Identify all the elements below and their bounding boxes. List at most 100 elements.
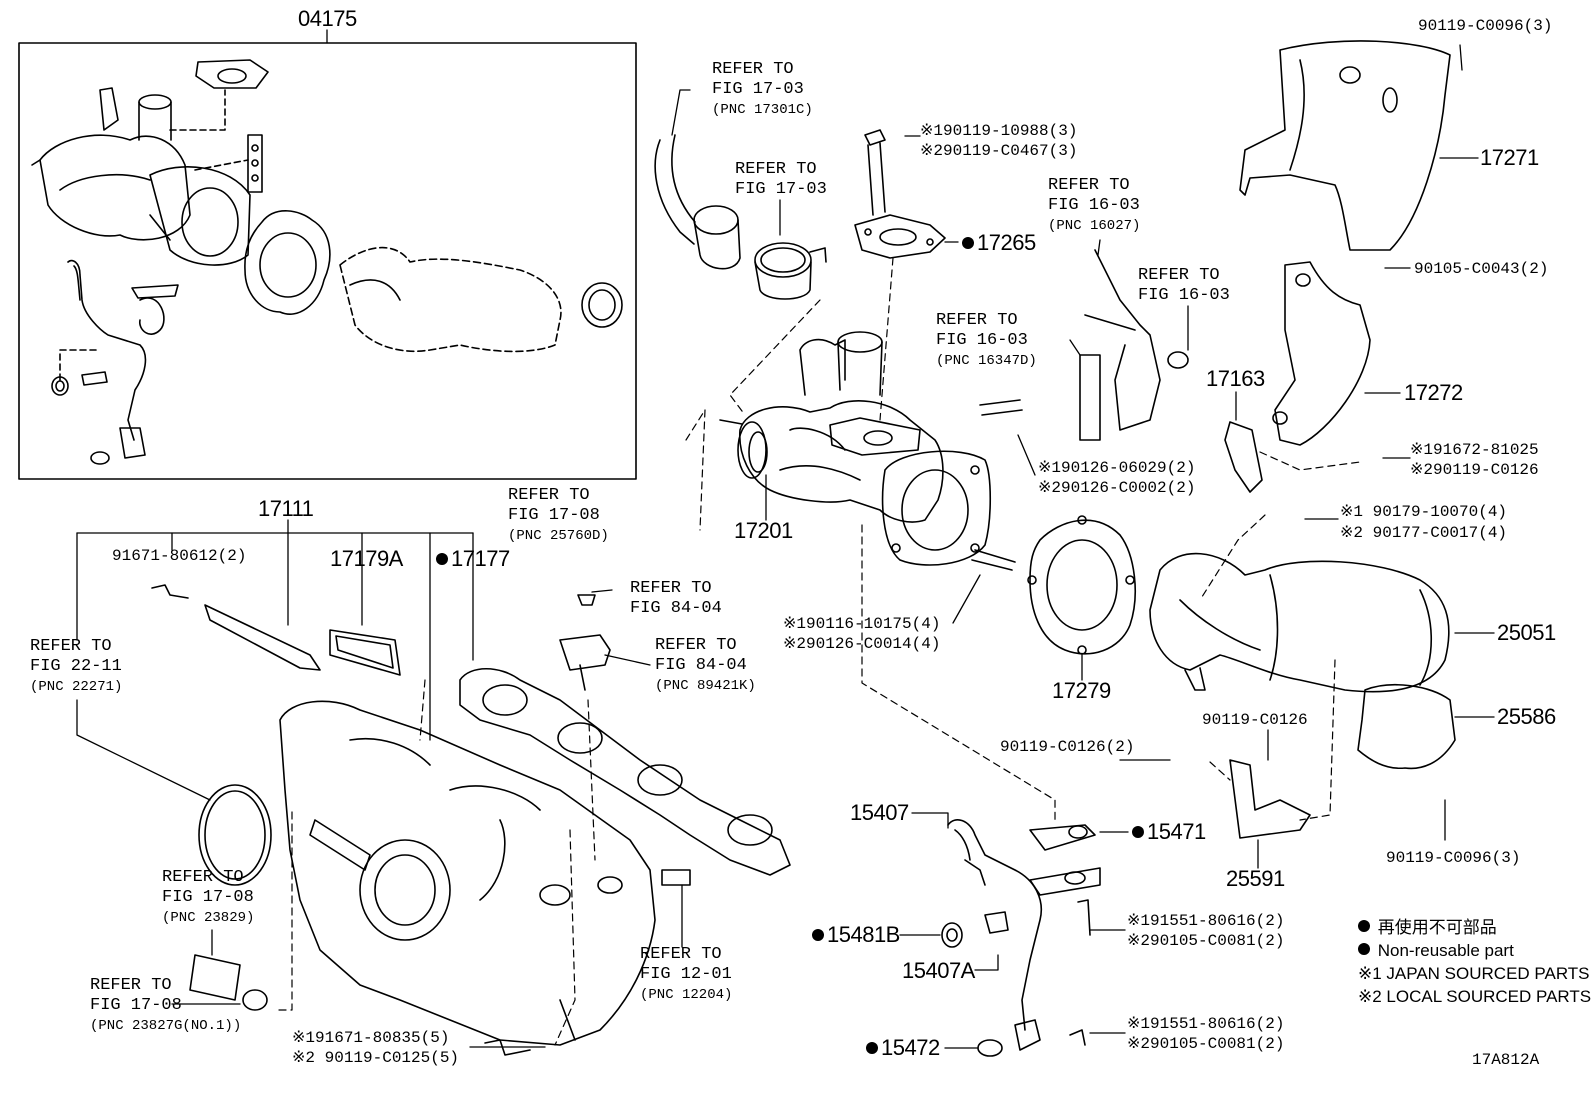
label-15481b-text: 15481B (827, 922, 900, 947)
label-stud-low-local: ※290126-C0014(4) (783, 635, 941, 653)
ref-89421k-line1: REFER TO (655, 636, 737, 655)
ref-17301c[interactable]: REFER TO FIG 17-03 (PNC 17301C) (712, 60, 813, 120)
sensor-89421k-drawing (559, 594, 611, 691)
ref-16347d-pnc: (PNC 16347D) (936, 353, 1037, 369)
label-17201[interactable]: 17201 (734, 518, 793, 543)
label-25591[interactable]: 25591 (1226, 866, 1285, 891)
label-90119-c0126[interactable]: 90119-C0126 (1202, 711, 1308, 729)
ref-84-04-line1: REFER TO (630, 579, 712, 598)
label-15471[interactable]: 15471 (1132, 821, 1206, 843)
ref-25760d-line1: REFER TO (508, 486, 590, 505)
non-reusable-dot-icon (1358, 943, 1370, 955)
ref-17-03[interactable]: REFER TO FIG 17-03 (735, 160, 827, 200)
legend-non-reusable-jp: 再使用不可部品 (1358, 916, 1591, 939)
label-stud-mid[interactable]: ※190126-06029(2) ※290126-C0002(2) (1038, 458, 1195, 498)
label-nut-25051-local: ※2 90177-C0017(4) (1340, 524, 1508, 542)
label-bolt-17163-local: ※290119-C0126 (1410, 461, 1539, 479)
ref-22271-pnc: (PNC 22271) (30, 679, 123, 695)
label-90105-c0043[interactable]: 90105-C0043(2) (1414, 260, 1549, 278)
legend-non-reusable-jp-text: 再使用不可部品 (1377, 918, 1497, 937)
ref-16027-pnc: (PNC 16027) (1048, 218, 1141, 234)
label-bolt-manifold[interactable]: ※191671-80835(5) ※2 90119-C0125(5) (292, 1028, 459, 1068)
label-17177-text: 17177 (451, 546, 510, 571)
label-17271[interactable]: 17271 (1480, 145, 1539, 170)
ref-23829-line2: FIG 17-08 (162, 888, 254, 907)
label-bolt-17163[interactable]: ※191672-81025 ※290119-C0126 (1410, 440, 1539, 480)
legend: 再使用不可部品 Non-reusable part ※1 JAPAN SOURC… (1358, 916, 1591, 1008)
label-25051[interactable]: 25051 (1497, 620, 1556, 645)
label-17179a[interactable]: 17179A (330, 546, 403, 571)
label-15407a[interactable]: 15407A (902, 958, 975, 983)
legend-japan-sourced: ※1 JAPAN SOURCED PARTS (1358, 964, 1590, 983)
converter-25051-drawing (1149, 552, 1450, 693)
label-17163[interactable]: 17163 (1206, 366, 1265, 391)
ref-17-03-line2: FIG 17-03 (735, 180, 827, 199)
label-90119-c0096-top[interactable]: 90119-C0096(3) (1418, 17, 1553, 35)
label-stud-low[interactable]: ※190116-10175(4) ※290126-C0014(4) (783, 614, 940, 654)
kit-turbo-drawing (31, 59, 623, 465)
non-reusable-dot-icon (962, 237, 974, 249)
ref-23829[interactable]: REFER TO FIG 17-08 (PNC 23829) (162, 868, 254, 928)
ref-25760d-pnc: (PNC 25760D) (508, 528, 609, 544)
figure-code: 17A812A (1472, 1051, 1540, 1069)
label-bolt-15471-local: ※290105-C0081(2) (1127, 932, 1285, 950)
ref-16-03[interactable]: REFER TO FIG 16-03 (1138, 266, 1230, 306)
ref-16347d-line1: REFER TO (936, 311, 1018, 330)
ref-89421k[interactable]: REFER TO FIG 84-04 (PNC 89421K) (655, 636, 756, 696)
ref-16347d-line2: FIG 16-03 (936, 331, 1028, 350)
label-17279[interactable]: 17279 (1052, 678, 1111, 703)
stud-low-drawing (971, 549, 1016, 571)
label-stud-low-japan: ※190116-10175(4) (783, 615, 941, 633)
hose-23829-drawing (189, 954, 241, 1001)
bracket-16027-drawing (1084, 249, 1189, 431)
label-bolt-15471[interactable]: ※191551-80616(2) ※290105-C0081(2) (1127, 911, 1284, 951)
ref-22271[interactable]: REFER TO FIG 22-11 (PNC 22271) (30, 637, 122, 697)
ref-17301c-line2: FIG 17-03 (712, 80, 804, 99)
label-nut-25051[interactable]: ※1 90179-10070(4) ※2 90177-C0017(4) (1340, 502, 1507, 544)
insulator-25586-drawing (1357, 684, 1456, 770)
ref-23829-pnc: (PNC 23829) (162, 910, 255, 926)
ref-22271-line2: FIG 22-11 (30, 657, 122, 676)
label-bolt-15471-japan: ※191551-80616(2) (1127, 912, 1285, 930)
label-17272[interactable]: 17272 (1404, 380, 1463, 405)
label-25586[interactable]: 25586 (1497, 704, 1556, 729)
ref-16347d[interactable]: REFER TO FIG 16-03 (PNC 16347D) (936, 311, 1037, 371)
ref-25760d[interactable]: REFER TO FIG 17-08 (PNC 25760D) (508, 486, 609, 546)
ref-23827g[interactable]: REFER TO FIG 17-08 (PNC 23827G(NO.1)) (90, 976, 241, 1036)
label-17177[interactable]: 17177 (436, 548, 510, 570)
label-bolt-top[interactable]: ※190119-10988(3) ※290119-C0467(3) (920, 121, 1077, 161)
label-91671-80612[interactable]: 91671-80612(2) (112, 547, 247, 565)
label-17111[interactable]: 17111 (258, 496, 314, 521)
ref-12204[interactable]: REFER TO FIG 12-01 (PNC 12204) (640, 945, 732, 1005)
label-04175[interactable]: 04175 (298, 6, 357, 31)
bolt-91671-drawing (151, 584, 189, 599)
label-90119-c0126-2[interactable]: 90119-C0126(2) (1000, 738, 1135, 756)
label-17265[interactable]: 17265 (962, 232, 1036, 254)
dashed-assembly-lines (274, 257, 1361, 1046)
non-reusable-dot-icon (866, 1042, 878, 1054)
label-15472-text: 15472 (881, 1035, 940, 1060)
bolt-top-drawing (864, 129, 886, 216)
label-bolt-15472-local: ※290105-C0081(2) (1127, 1035, 1285, 1053)
label-bolt-17163-japan: ※191672-81025 (1410, 441, 1539, 459)
label-bolt-15472[interactable]: ※191551-80616(2) ※290105-C0081(2) (1127, 1014, 1284, 1054)
plate-16347d (1079, 354, 1101, 441)
label-bolt-manifold-local: ※2 90119-C0125(5) (292, 1049, 460, 1067)
oil-pipe-15407-drawing (941, 819, 1101, 1057)
ref-84-04[interactable]: REFER TO FIG 84-04 (630, 579, 722, 619)
label-15407[interactable]: 15407 (850, 800, 909, 825)
legend-non-reusable-en-text: Non-reusable part (1377, 941, 1514, 960)
ref-23829-line1: REFER TO (162, 868, 244, 887)
non-reusable-dot-icon (436, 553, 448, 565)
ref-16027[interactable]: REFER TO FIG 16-03 (PNC 16027) (1048, 176, 1140, 236)
label-15481b[interactable]: 15481B (812, 924, 900, 946)
label-bolt-top-japan: ※190119-10988(3) (920, 122, 1078, 140)
ref-17301c-pnc: (PNC 17301C) (712, 102, 813, 118)
ref-12204-line2: FIG 12-01 (640, 965, 732, 984)
ref-22271-line1: REFER TO (30, 637, 112, 656)
label-15472[interactable]: 15472 (866, 1037, 940, 1059)
label-90119-c0096-bottom[interactable]: 90119-C0096(3) (1386, 849, 1521, 867)
legend-local-sourced: ※2 LOCAL SOURCED PARTS (1358, 987, 1592, 1006)
stud-top-drawing (979, 399, 1023, 416)
